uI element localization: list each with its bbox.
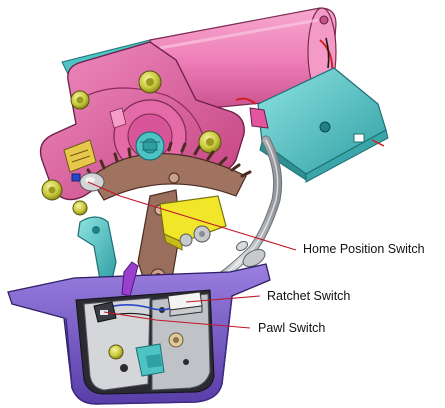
gear-icon xyxy=(86,131,252,201)
ratchet-switch-label: Ratchet Switch xyxy=(267,289,351,303)
yellow-stop-block xyxy=(159,195,227,251)
latch-icon xyxy=(7,261,271,405)
callout-leader-lines xyxy=(87,181,297,329)
pawl-switch-label: Pawl Switch xyxy=(258,321,326,335)
teal-bracket xyxy=(77,216,117,281)
housing-bolts xyxy=(41,70,222,216)
ratchet-switch-icon xyxy=(167,291,203,317)
home-position-switch-label: Home Position Switch xyxy=(303,242,425,256)
motor-icon xyxy=(149,7,337,113)
